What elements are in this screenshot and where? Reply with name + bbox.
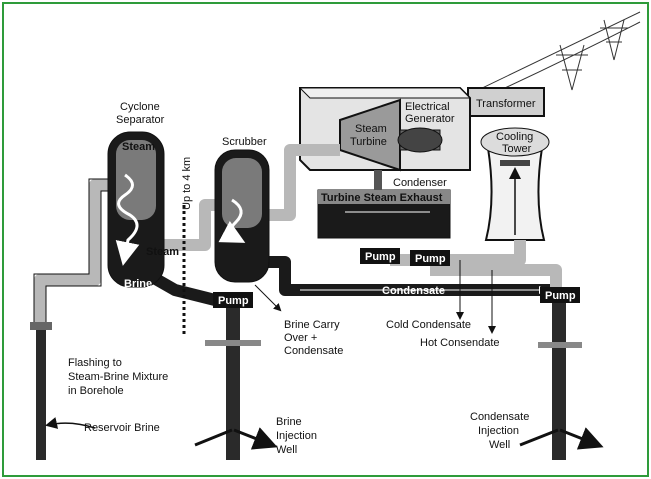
cooling-tower-label-2: Tower (502, 143, 532, 155)
cooling-tower-label-1: Cooling (496, 131, 533, 143)
production-well (30, 322, 52, 460)
flashing-label-1: Flashing to (68, 357, 122, 369)
brine-injection-well-label-2: Injection (276, 430, 317, 442)
cyclone-separator-label-2: Separator (116, 114, 165, 126)
scrubber-label: Scrubber (222, 136, 267, 148)
cooling-tower: Cooling Tower (480, 127, 550, 241)
condenser: Condenser Turbine Steam Exhaust (317, 177, 451, 239)
hot-condensate-label: Hot Consendate (420, 337, 500, 349)
steam-turbine-label-1: Steam (355, 123, 387, 135)
brine-carry-over-label-1: Brine Carry (284, 319, 340, 331)
brine-carry-over-label-2: Over + (284, 332, 317, 344)
steam-pipe-label: Steam (146, 246, 179, 258)
brine-carry-over-label-3: Condensate (284, 345, 343, 357)
transformer: Transformer (467, 87, 545, 117)
pump-condenser-right: Pump (410, 250, 450, 266)
flashing-label-2: Steam-Brine Mixture (68, 371, 168, 383)
condensate-injection-well-label-1: Condensate (470, 411, 529, 423)
reservoir-brine-label: Reservoir Brine (84, 422, 160, 434)
pump-condensate: Pump (540, 287, 580, 303)
up-to-4km-label: Up to 4 km (181, 157, 193, 210)
brine-injection-well-shaft (194, 308, 272, 460)
steam-turbine-label-2: Turbine (350, 136, 387, 148)
electrical-generator: Electrical Generator (397, 101, 455, 153)
condensate-injection-well-label-2: Injection (478, 425, 519, 437)
generator-label-2: Generator (405, 113, 455, 125)
transformer-label: Transformer (476, 98, 536, 110)
brine-injection-well-label-3: Well (276, 444, 297, 456)
condensate-injection-well-shaft (519, 303, 598, 460)
pump-condenser-right-label: Pump (415, 253, 446, 265)
turbine-steam-exhaust-label: Turbine Steam Exhaust (321, 192, 443, 204)
cyclone-separator-label-1: Cyclone (120, 101, 160, 113)
condensate-injection-well-label-3: Well (489, 439, 510, 451)
brine-in-separator-label: Brine (124, 278, 152, 290)
steam-turbine: Steam Turbine (339, 98, 401, 172)
condenser-label: Condenser (393, 177, 447, 189)
pump-brine-label: Pump (218, 295, 249, 307)
cyclone-separator: Cyclone Separator Steam Brine (107, 101, 165, 290)
scrubber: Scrubber (214, 136, 270, 283)
generator-label-1: Electrical (405, 101, 450, 113)
pump-condensate-label: Pump (545, 290, 576, 302)
pump-brine: Pump (213, 292, 253, 308)
steam-in-separator-label: Steam (122, 141, 155, 153)
cold-condensate-label: Cold Condensate (386, 319, 471, 331)
pump-condenser-left-label: Pump (365, 251, 396, 263)
condensate-pipe-label: Condensate (382, 285, 445, 297)
flashing-label-3: in Borehole (68, 385, 124, 397)
brine-injection-well-label-1: Brine (276, 416, 302, 428)
pump-condenser-left: Pump (360, 248, 400, 264)
